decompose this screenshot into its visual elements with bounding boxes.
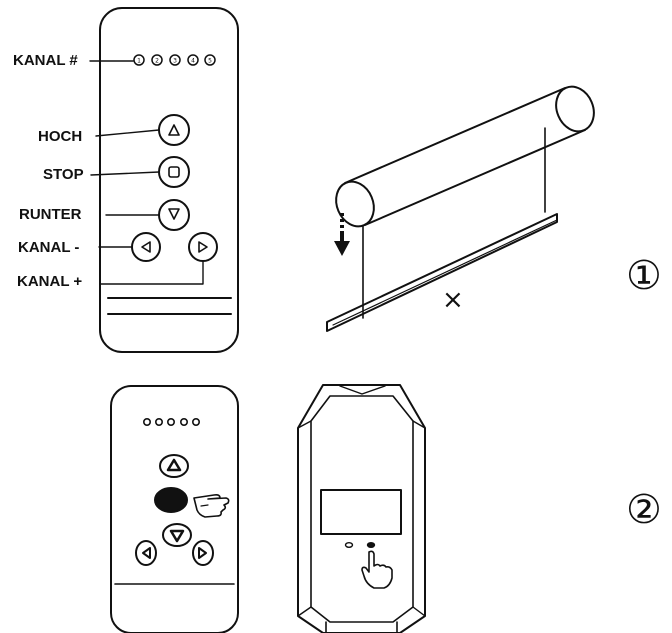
- up-arrow-icon: [166, 458, 182, 472]
- up-arrow-icon: [168, 124, 180, 136]
- channel-number: 4: [191, 58, 195, 65]
- stop-square-icon: [168, 166, 180, 178]
- down-arrow-icon: [169, 529, 185, 543]
- channel-led: [180, 417, 189, 426]
- label-up: HOCH: [38, 128, 83, 145]
- channel-leds-bottom: [143, 417, 201, 426]
- channel-minus-button-bottom[interactable]: [135, 540, 157, 566]
- stop-button[interactable]: [158, 156, 190, 188]
- channel-number: 3: [173, 58, 177, 65]
- channel-leds-top: [133, 54, 216, 66]
- left-arrow-icon: [142, 547, 151, 559]
- stop-button-pressed[interactable]: [154, 487, 188, 513]
- remote-top: [99, 7, 239, 353]
- step-number-2: ②: [626, 487, 662, 533]
- channel-plus-button[interactable]: [188, 232, 218, 262]
- leader-line-stop: [90, 171, 160, 176]
- channel-number: 5: [208, 58, 212, 65]
- channel-led: [187, 54, 199, 66]
- channel-led: [143, 417, 152, 426]
- blind-bottom-bar: [326, 213, 558, 332]
- remote-bottom: [110, 385, 239, 633]
- leader-lines: [89, 60, 204, 285]
- channel-number: 2: [155, 58, 159, 65]
- step-number-1: ①: [626, 253, 662, 299]
- roller-blind: [326, 85, 595, 332]
- roller-tube-end: [335, 180, 375, 228]
- up-button[interactable]: [158, 114, 190, 146]
- remote-bottom-body: [110, 385, 239, 633]
- channel-led: [192, 417, 201, 426]
- receiver-led: [344, 542, 354, 549]
- channel-led: [167, 417, 176, 426]
- label-channel-plus: KANAL +: [17, 273, 83, 290]
- motor-receiver: [297, 384, 426, 633]
- left-arrow-icon: [141, 241, 151, 253]
- receiver-set-button[interactable]: [366, 542, 376, 549]
- hand-pointer-icon: [193, 494, 230, 518]
- down-arrow-icon: [168, 208, 180, 220]
- label-down: RUNTER: [19, 206, 82, 223]
- leader-line-up: [95, 129, 160, 137]
- down-arrow-motion-icon: [334, 213, 350, 256]
- channel-led: [204, 54, 216, 66]
- label-channel: KANAL #: [13, 52, 78, 69]
- right-arrow-icon: [198, 547, 207, 559]
- label-channel-minus: KANAL -: [18, 239, 80, 256]
- cross-mark: ×: [442, 285, 464, 315]
- hand-pointer-icon: [361, 550, 393, 589]
- receiver-label-window: [320, 489, 402, 535]
- channel-led: [169, 54, 181, 66]
- down-button-bottom[interactable]: [162, 523, 192, 547]
- channel-minus-button[interactable]: [131, 232, 161, 262]
- channel-led: [155, 417, 164, 426]
- label-stop: STOP: [43, 166, 84, 183]
- channel-led: [151, 54, 163, 66]
- leader-line-plus: [99, 260, 204, 285]
- channel-number: 1: [137, 58, 141, 65]
- channel-plus-button-bottom[interactable]: [192, 540, 214, 566]
- right-arrow-icon: [198, 241, 208, 253]
- down-button[interactable]: [158, 199, 190, 231]
- up-button-bottom[interactable]: [159, 454, 189, 478]
- channel-led: [133, 54, 145, 66]
- remote-top-body: [99, 7, 239, 353]
